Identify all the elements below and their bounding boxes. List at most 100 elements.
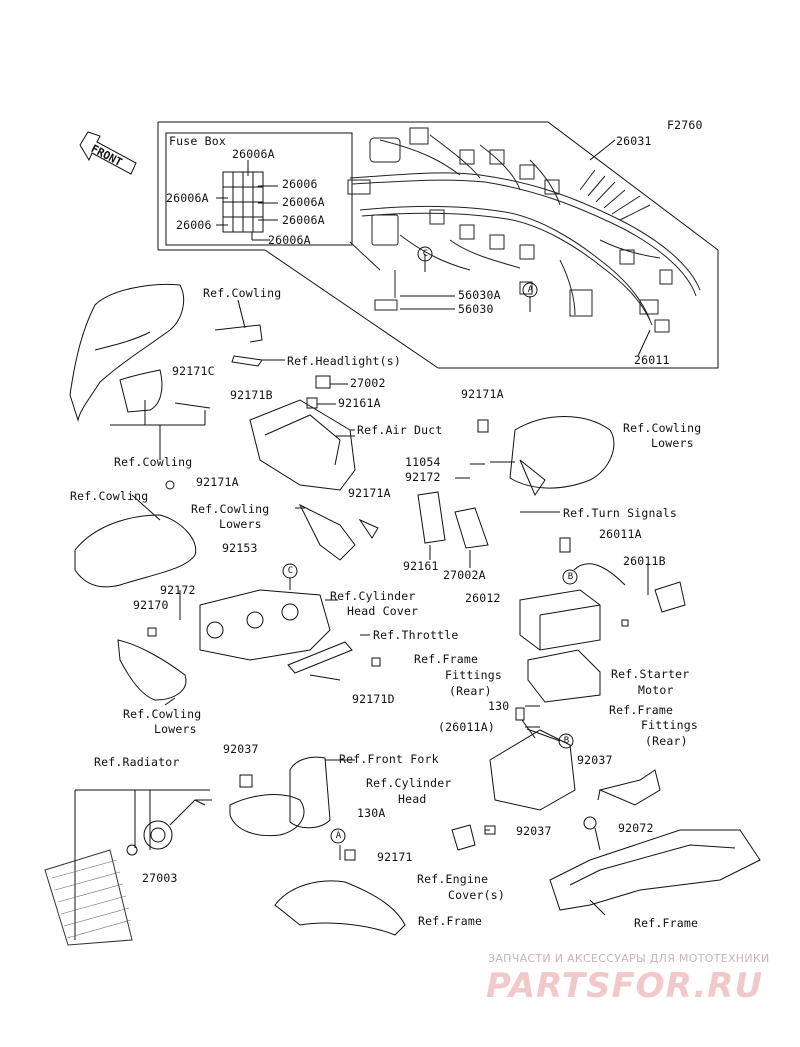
fuse-part-5: 26006A — [282, 195, 325, 209]
part-92171: 92171 — [377, 850, 413, 864]
air-duct-drawing — [249, 375, 356, 491]
part-26011B: 26011B — [623, 554, 666, 568]
fuse-part-7: 26006A — [268, 233, 311, 247]
fuse-part-6: 26006A — [282, 213, 325, 227]
ref-cowling-left-mid: Ref.Cowling — [114, 455, 193, 469]
battery-tray-drawing — [527, 649, 601, 703]
callout-circle — [522, 282, 538, 298]
rear-bracket-drawing — [597, 769, 661, 806]
part-92171C: 92171C — [172, 364, 215, 378]
part-27002: 27002 — [350, 376, 386, 390]
part-130: 130 — [488, 699, 510, 713]
ref-starter-motor-2: Motor — [638, 683, 674, 697]
cylinder-head-cover-drawing — [199, 578, 331, 661]
bracket-center-drawing — [295, 503, 379, 561]
ref-radiator: Ref.Radiator — [94, 755, 180, 769]
ref-frame-fittings-1: Ref.Frame — [414, 652, 479, 666]
ref-throttle: Ref.Throttle — [373, 628, 459, 642]
part-92153: 92153 — [222, 541, 258, 555]
ref-air-duct: Ref.Air Duct — [357, 423, 443, 437]
ref-cylinder-head-2: Head — [398, 792, 427, 806]
ref-cowling-lowers-center-2: Lowers — [219, 517, 262, 531]
side-cowling-drawing — [74, 480, 197, 588]
part-11054: 11054 — [405, 455, 441, 469]
ref-frame-fittings-b-1: Ref.Frame — [609, 703, 674, 717]
ref-frame-right: Ref.Frame — [634, 916, 699, 930]
ref-frame-fittings-2: Fittings — [445, 668, 502, 682]
upper-cowling-drawing — [69, 283, 211, 460]
fuse-box-title: Fuse Box — [169, 134, 226, 148]
callout-circle — [562, 569, 578, 585]
frame-center-drawing — [274, 845, 406, 936]
ref-front-fork: Ref.Front Fork — [339, 752, 439, 766]
throttle-drawing — [287, 641, 381, 681]
part-92037-right: 92037 — [577, 753, 613, 767]
part-26012: 26012 — [465, 591, 501, 605]
lower-cowling-left-drawing — [117, 590, 187, 706]
part-56030: 56030 — [458, 302, 494, 316]
part-92172-mid: 92172 — [405, 470, 441, 484]
ref-engine-covers-2: Cover(s) — [448, 888, 505, 902]
ref-cylinder-head-cover-2: Head Cover — [347, 604, 419, 618]
front-arrow-icon — [79, 131, 137, 175]
fuse-box-inset — [165, 132, 353, 246]
part-92171A-left: 92171A — [196, 475, 239, 489]
callout-b-2: B — [563, 736, 570, 746]
ref-cowling-lowers-left-1: Ref.Cowling — [123, 707, 202, 721]
callout-a-1: A — [527, 285, 534, 295]
part-56030A: 56030A — [458, 288, 501, 302]
part-26011: 26011 — [634, 353, 670, 367]
part-92037-bottom: 92037 — [516, 824, 552, 838]
engine-cover-drawing — [451, 824, 496, 851]
ref-cowling-lowers-right-1: Ref.Cowling — [623, 421, 702, 435]
part-26011A-paren: (26011A) — [438, 720, 495, 734]
front-fork-drawing — [229, 756, 331, 837]
ref-cylinder-head-1: Ref.Cylinder — [366, 776, 452, 790]
ref-cowling-lowers-left-2: Lowers — [154, 722, 197, 736]
harness-leaders — [400, 139, 651, 357]
part-92172-left: 92172 — [160, 583, 196, 597]
ref-turn-signals: Ref.Turn Signals — [563, 506, 677, 520]
part-92037-left: 92037 — [223, 742, 259, 756]
fuse-part-2: 26006A — [166, 191, 209, 205]
callout-circle — [330, 828, 346, 844]
ref-cowling-lowers-right-2: Lowers — [651, 436, 694, 450]
watermark-tagline: ЗАПЧАСТИ И АКСЕССУАРЫ ДЛЯ МОТОТЕХНИКИ — [488, 952, 770, 965]
ref-cylinder-head-cover-1: Ref.Cylinder — [330, 589, 416, 603]
ref-frame-fittings-3: (Rear) — [449, 684, 492, 698]
ref-frame-fittings-b-2: Fittings — [641, 718, 698, 732]
part-92171A-top: 92171A — [461, 387, 504, 401]
part-92171B: 92171B — [230, 388, 273, 402]
fuse-part-1: 26006A — [232, 147, 275, 161]
ref-cowling-left: Ref.Cowling — [70, 489, 149, 503]
ref-cowling-top: Ref.Cowling — [203, 286, 282, 300]
part-26031: 26031 — [616, 134, 652, 148]
harness-frame — [157, 121, 719, 369]
cylinder-head-drawing — [489, 707, 576, 811]
part-92170: 92170 — [133, 598, 169, 612]
part-92171A-mid: 92171A — [348, 486, 391, 500]
part-27003: 27003 — [142, 871, 178, 885]
ref-cowling-lowers-center-1: Ref.Cowling — [191, 502, 270, 516]
part-130A: 130A — [357, 806, 386, 820]
starter-relay-drawing — [559, 537, 686, 627]
part-92161A: 92161A — [338, 396, 381, 410]
radiator-drawing — [44, 789, 210, 946]
callout-circle — [417, 246, 433, 262]
fuse-part-4: 26006 — [282, 177, 318, 191]
part-26011A: 26011A — [599, 527, 642, 541]
cowling-lower-right-drawing — [477, 416, 615, 497]
callout-c-1: C — [422, 249, 429, 259]
part-92171D: 92171D — [352, 692, 395, 706]
rear-frame-drawing — [549, 816, 761, 911]
ecu-drawing — [417, 491, 489, 568]
part-92161: 92161 — [403, 559, 439, 573]
ref-frame-center: Ref.Frame — [418, 914, 483, 928]
horn-drawing — [143, 799, 212, 850]
callout-c-2: C — [287, 566, 294, 576]
part-92072: 92072 — [618, 821, 654, 835]
ref-headlights: Ref.Headlight(s) — [287, 354, 401, 368]
ref-engine-covers-1: Ref.Engine — [417, 872, 489, 886]
